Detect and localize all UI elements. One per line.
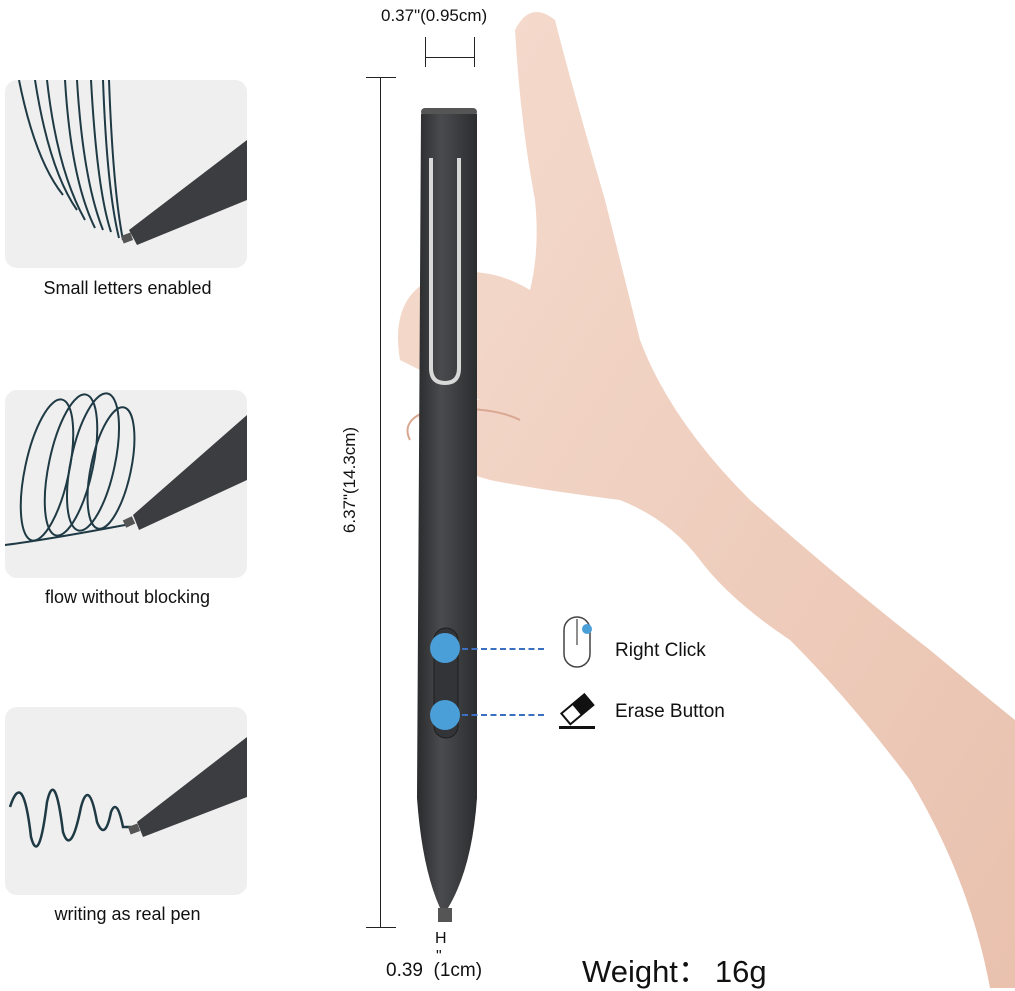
feature-caption: Small letters enabled bbox=[43, 278, 212, 298]
feature-caption: writing as real pen bbox=[54, 904, 201, 924]
feature-caption: flow without blocking bbox=[44, 587, 211, 607]
diameter-tick-left bbox=[425, 37, 426, 67]
length-tick-bottom bbox=[366, 927, 396, 928]
wave-strokes-illustration-icon bbox=[8, 737, 247, 848]
weight-text: Weight：16g bbox=[582, 946, 767, 991]
diameter-line bbox=[425, 57, 475, 58]
feature-card-real-pen bbox=[5, 707, 247, 895]
tip-size-label: 0.39 (1cm) bbox=[386, 960, 483, 981]
diameter-tick-right bbox=[474, 37, 475, 67]
erase-button-label: Erase Button bbox=[615, 701, 725, 722]
right-click-dash-line bbox=[462, 648, 544, 650]
stylus-pen bbox=[417, 108, 477, 922]
tip-mark: " bbox=[436, 948, 442, 965]
straight-strokes-illustration-icon bbox=[18, 80, 247, 245]
diameter-label: 0.37"(0.95cm) bbox=[381, 6, 488, 25]
erase-dash-line bbox=[462, 714, 544, 716]
tip-label: H bbox=[435, 930, 447, 947]
length-label: 6.37"(14.3cm) bbox=[340, 426, 359, 534]
loop-strokes-illustration-icon bbox=[5, 392, 247, 546]
right-click-label: Right Click bbox=[615, 640, 706, 661]
eraser-icon bbox=[559, 692, 595, 729]
weight-label: Weight： bbox=[582, 954, 709, 989]
weight-value: 16g bbox=[714, 954, 767, 989]
erase-button-dot bbox=[430, 700, 460, 730]
length-tick-top bbox=[366, 77, 396, 78]
feature-card-flow bbox=[5, 390, 247, 578]
feature-card-small-letters bbox=[5, 80, 247, 268]
mouse-icon bbox=[563, 616, 592, 668]
right-click-button-dot bbox=[430, 633, 460, 663]
length-line bbox=[380, 77, 381, 927]
